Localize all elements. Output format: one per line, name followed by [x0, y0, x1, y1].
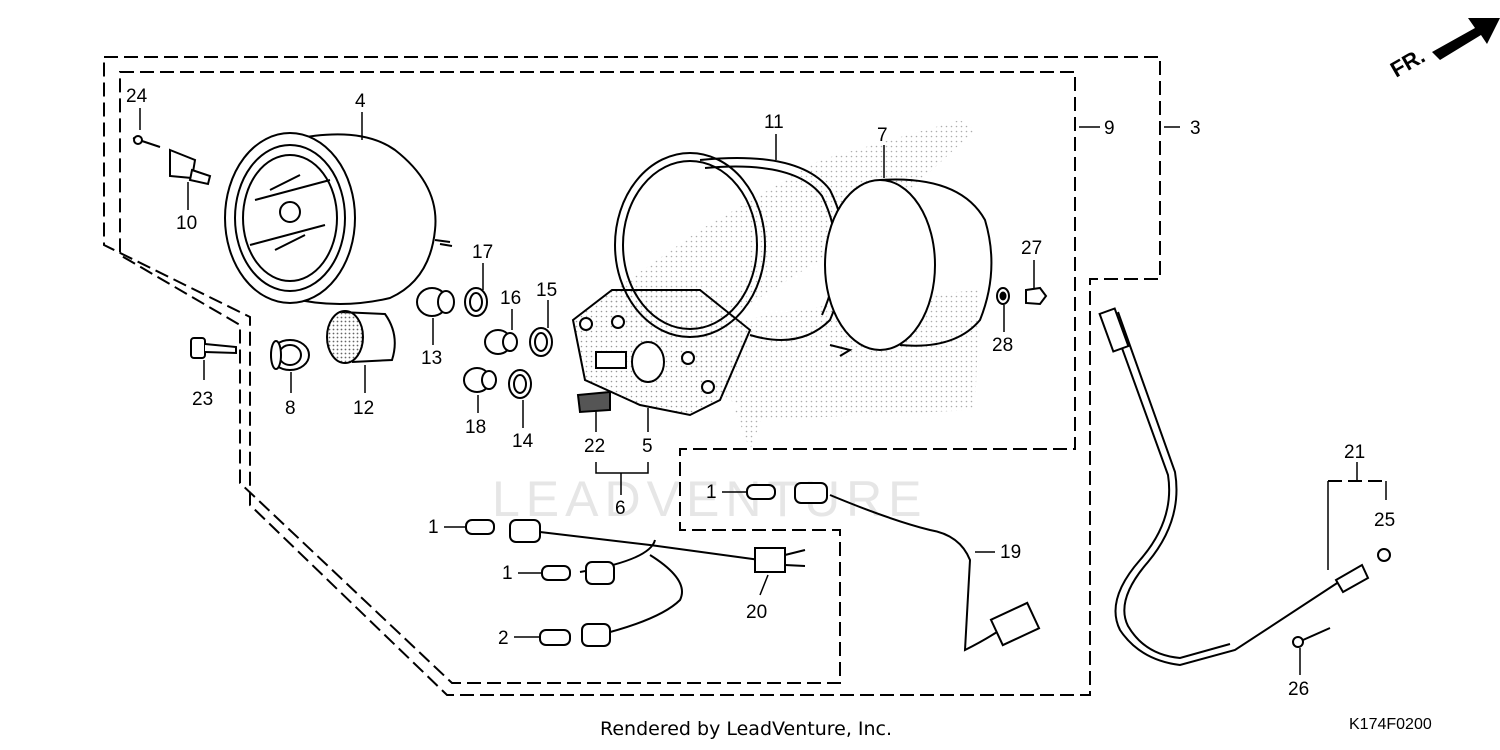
footer-credit: Rendered by LeadVenture, Inc. — [600, 718, 893, 740]
part-label-25: 25 — [1374, 510, 1395, 531]
bulb-1-top — [746, 484, 776, 500]
bulb-1-mid — [541, 565, 571, 581]
part-label-2: 2 — [498, 628, 509, 649]
trip-knob — [132, 135, 212, 186]
bolt-23 — [190, 337, 237, 359]
part-label-13: 13 — [421, 348, 442, 369]
wire-harness-20 — [509, 519, 806, 647]
socket-18 — [463, 367, 497, 393]
diagram-code: K174F0200 — [1349, 716, 1432, 733]
part-label-28: 28 — [992, 335, 1013, 356]
part-label-6: 6 — [615, 498, 626, 519]
bracket-plate-5 — [571, 289, 752, 417]
ring-14 — [508, 369, 532, 399]
part-label-5: 5 — [642, 436, 653, 457]
part-label-4: 4 — [355, 91, 366, 112]
part-label-24: 24 — [126, 86, 148, 107]
part-label-15: 15 — [536, 280, 557, 301]
watermark: LEADVENTURE — [492, 471, 928, 527]
speedometer-gauge — [224, 132, 453, 305]
rubber-22 — [576, 390, 611, 414]
part-label-26: 26 — [1288, 679, 1309, 700]
part-label-7: 7 — [877, 125, 888, 146]
bulb-2 — [539, 629, 571, 646]
screw-26 — [1292, 627, 1331, 648]
part-label-22: 22 — [584, 436, 605, 457]
nut-27 — [1025, 286, 1048, 306]
part-label-12: 12 — [353, 398, 374, 419]
part-label-1-top: 1 — [706, 482, 717, 503]
front-arrow-icon — [1432, 18, 1500, 60]
socket-16 — [484, 329, 518, 355]
front-indicator-label: FR. — [1386, 43, 1429, 82]
part-label-14: 14 — [512, 431, 534, 452]
part-label-20: 20 — [746, 602, 767, 623]
part-label-9: 9 — [1104, 118, 1115, 139]
bulb-1-left — [465, 519, 495, 535]
assembly-border-9 — [119, 71, 1076, 684]
part-label-18: 18 — [465, 417, 486, 438]
part-label-3: 3 — [1190, 118, 1201, 139]
speedometer-cable — [1098, 307, 1370, 667]
wire-harness-19 — [794, 482, 1041, 652]
leader-lines — [139, 108, 1387, 675]
cap-12 — [326, 310, 396, 364]
ring-17 — [464, 287, 488, 317]
part-label-8: 8 — [285, 398, 296, 419]
part-label-17: 17 — [472, 242, 493, 263]
part-label-16: 16 — [500, 288, 521, 309]
part-label-19: 19 — [1000, 542, 1021, 563]
meter-case-7 — [824, 178, 993, 357]
grommet-8 — [270, 339, 310, 371]
socket-13 — [416, 287, 455, 317]
part-label-1-left: 1 — [428, 517, 439, 538]
washer-28 — [996, 287, 1010, 305]
part-label-11: 11 — [764, 112, 784, 133]
washer-25 — [1377, 548, 1391, 562]
part-label-1-mid: 1 — [502, 563, 513, 584]
part-label-10: 10 — [176, 213, 197, 234]
assembly-border-3 — [103, 56, 1161, 696]
ring-15 — [529, 327, 553, 357]
part-label-21: 21 — [1344, 442, 1365, 463]
part-label-27: 27 — [1021, 238, 1042, 259]
part-label-23: 23 — [192, 389, 213, 410]
